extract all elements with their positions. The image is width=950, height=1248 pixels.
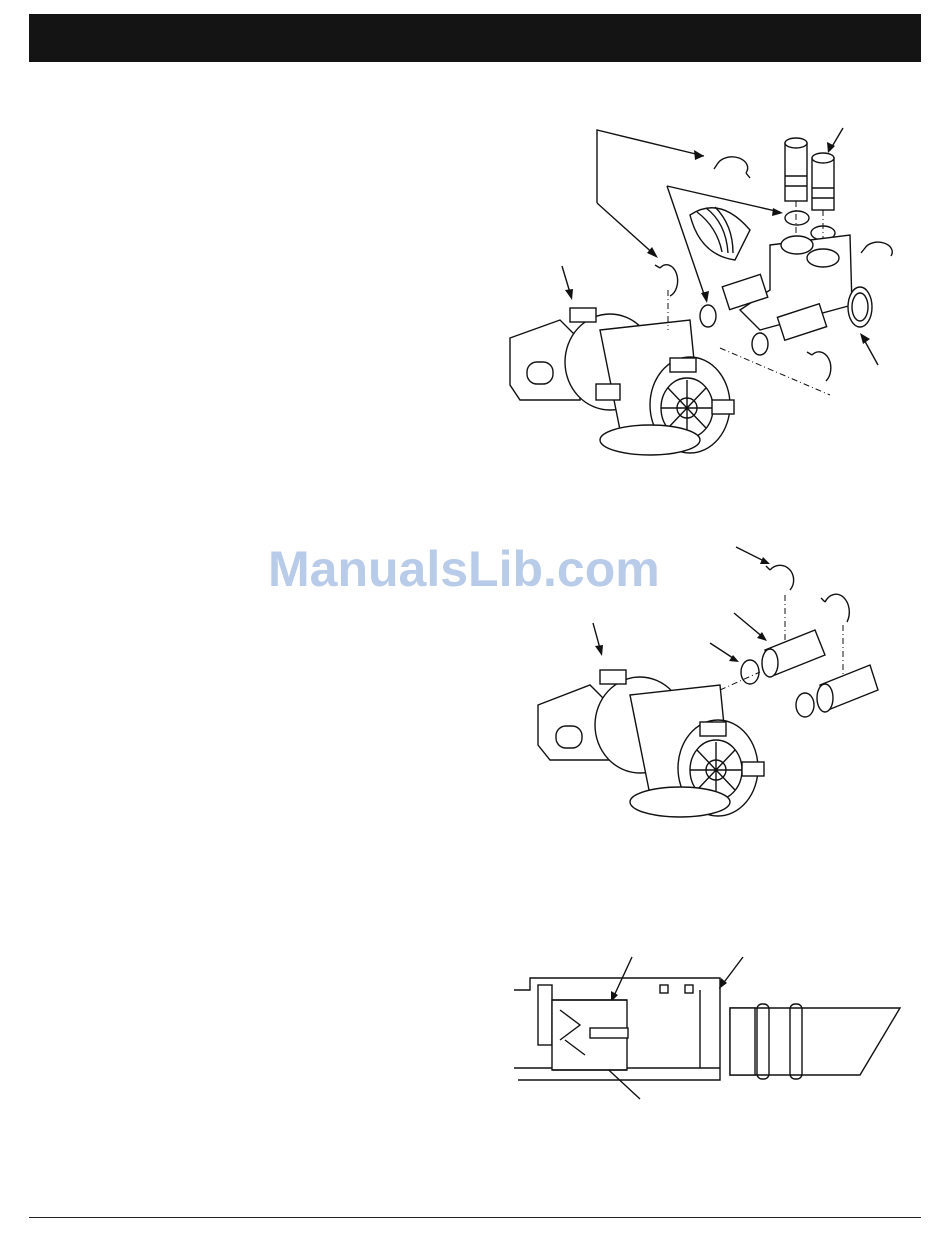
o-ring bbox=[741, 660, 759, 684]
arrow-head bbox=[860, 333, 870, 344]
bypass-bellows bbox=[690, 208, 750, 260]
valve-port bbox=[556, 726, 582, 748]
arrow-head bbox=[565, 289, 573, 300]
valve-clip-bracket bbox=[570, 308, 596, 322]
leader-line-oring-left bbox=[667, 186, 706, 300]
leader-line-clip bbox=[736, 547, 766, 562]
adapter-top bbox=[812, 153, 834, 163]
valve-clip-bracket bbox=[700, 722, 726, 736]
valve-clip-bracket bbox=[670, 358, 696, 372]
clip bbox=[766, 565, 794, 590]
arrow-head bbox=[760, 557, 770, 564]
valve-base bbox=[600, 425, 700, 455]
figure-bypass-valve bbox=[510, 128, 892, 455]
valve-port bbox=[527, 362, 553, 384]
turbine-shaft bbox=[590, 1028, 628, 1038]
clip-top bbox=[714, 157, 750, 178]
adapter-top bbox=[785, 138, 807, 148]
bypass-port bbox=[807, 249, 839, 267]
valve-clip-bracket bbox=[600, 670, 626, 684]
o-ring bbox=[796, 693, 814, 717]
adapter-collar bbox=[730, 1008, 755, 1075]
arrow-head bbox=[701, 291, 709, 303]
o-ring bbox=[700, 305, 716, 327]
valve-drain-fitting bbox=[742, 762, 764, 776]
adapter-vertical bbox=[785, 143, 807, 201]
leader-line-clip-left bbox=[597, 203, 656, 256]
leader-line-clip-top bbox=[597, 130, 704, 203]
o-ring bbox=[752, 333, 768, 355]
leader-line-oring-top bbox=[667, 186, 780, 212]
clip-bottom bbox=[807, 352, 831, 381]
figure-cross-section bbox=[514, 957, 900, 1099]
arrow-head bbox=[595, 645, 603, 656]
figure-adapter-installation bbox=[538, 547, 878, 817]
housing-wall bbox=[538, 985, 552, 1045]
leader-line-adapter bbox=[734, 613, 764, 638]
footer-rule bbox=[29, 1217, 921, 1218]
clip-right bbox=[861, 242, 892, 256]
clip bbox=[821, 594, 849, 622]
valve-base bbox=[630, 787, 730, 817]
valve-drain-fitting bbox=[712, 400, 734, 414]
o-ring bbox=[785, 211, 809, 225]
leader-line-housing bbox=[722, 957, 743, 985]
adapter-vertical bbox=[812, 158, 834, 210]
valve-clip-bracket bbox=[596, 384, 620, 400]
arrow-head bbox=[772, 208, 783, 216]
bypass-port bbox=[781, 236, 813, 254]
clip-left bbox=[655, 265, 678, 296]
